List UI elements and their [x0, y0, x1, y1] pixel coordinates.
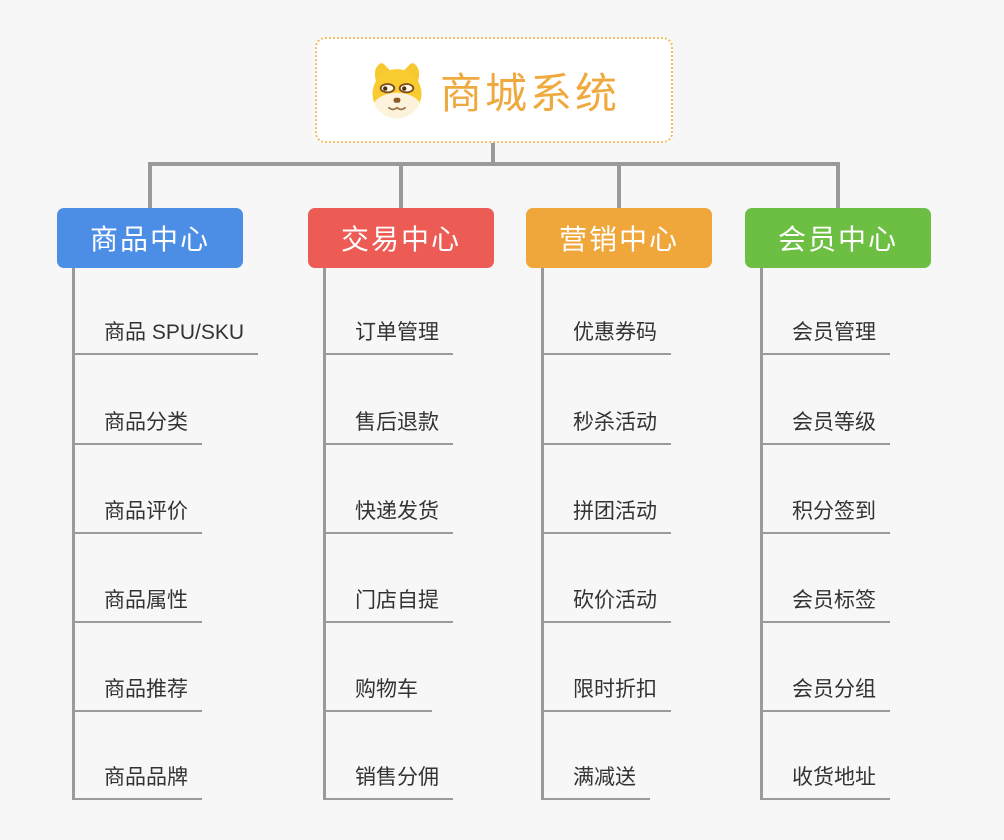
branch-item[interactable]: 秒杀活动 — [541, 412, 671, 445]
branch-item[interactable]: 订单管理 — [323, 322, 453, 355]
root-title: 商城系统 — [439, 69, 620, 117]
connector-line — [541, 268, 544, 800]
branch-item[interactable]: 购物车 — [323, 679, 432, 712]
branch-item[interactable]: 收货地址 — [760, 767, 890, 800]
branch-item[interactable]: 积分签到 — [760, 501, 890, 534]
connector-line — [617, 162, 621, 208]
branch-item[interactable]: 商品推荐 — [72, 679, 202, 712]
branch-node[interactable]: 商品中心 — [57, 208, 243, 268]
branch-item[interactable]: 商品品牌 — [72, 767, 202, 800]
branch-item[interactable]: 会员分组 — [760, 679, 890, 712]
branch-node[interactable]: 营销中心 — [526, 208, 712, 268]
root-node[interactable]: 商城系统 — [315, 37, 673, 143]
branch-item[interactable]: 砍价活动 — [541, 590, 671, 623]
branch-item[interactable]: 限时折扣 — [541, 679, 671, 712]
branch-item[interactable]: 会员标签 — [760, 590, 890, 623]
connector-line — [72, 268, 75, 800]
doge-icon — [372, 63, 422, 119]
branch-item[interactable]: 售后退款 — [323, 412, 453, 445]
branch-item[interactable]: 商品 SPU/SKU — [72, 322, 259, 355]
branch-item[interactable]: 满减送 — [541, 767, 650, 800]
connector-line — [148, 162, 840, 166]
connector-line — [491, 143, 495, 164]
branch-node[interactable]: 交易中心 — [308, 208, 494, 268]
connector-line — [399, 162, 403, 208]
connector-line — [148, 162, 152, 208]
connector-line — [760, 268, 763, 800]
branch-item[interactable]: 商品分类 — [72, 412, 202, 445]
connector-line — [836, 162, 840, 208]
branch-item[interactable]: 拼团活动 — [541, 501, 671, 534]
branch-item[interactable]: 商品评价 — [72, 501, 202, 534]
branch-item[interactable]: 销售分佣 — [323, 767, 453, 800]
branch-item[interactable]: 会员管理 — [760, 322, 890, 355]
branch-item[interactable]: 优惠券码 — [541, 322, 671, 355]
branch-node[interactable]: 会员中心 — [745, 208, 931, 268]
branch-item[interactable]: 快递发货 — [323, 501, 453, 534]
branch-item[interactable]: 门店自提 — [323, 590, 453, 623]
branch-item[interactable]: 会员等级 — [760, 412, 890, 445]
branch-item[interactable]: 商品属性 — [72, 590, 202, 623]
connector-line — [323, 268, 326, 800]
